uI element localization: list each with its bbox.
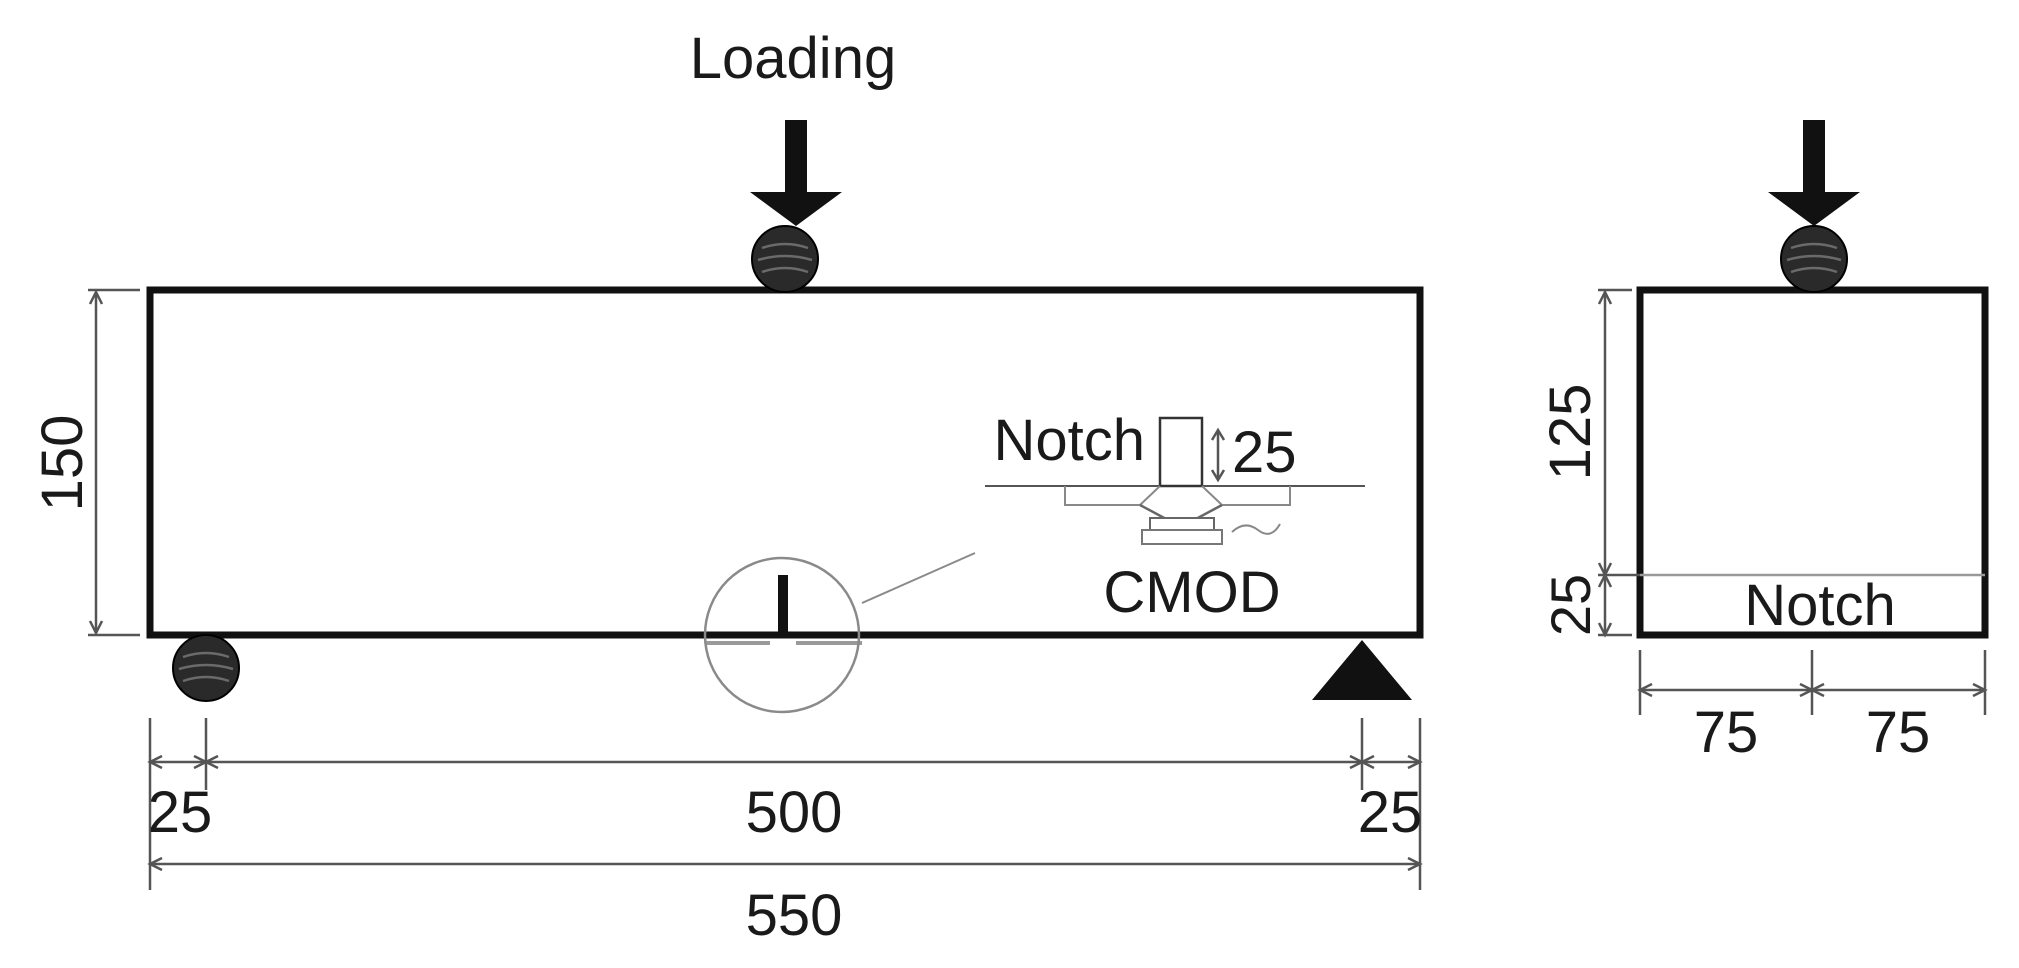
section-height-dims: [1597, 288, 1640, 638]
left-support-roller: [172, 634, 240, 702]
section-half-left-label: 75: [1694, 700, 1759, 765]
section-top-roller: [1780, 225, 1848, 293]
beam-height-label: 150: [30, 415, 95, 512]
span-dims: [147, 718, 1423, 890]
load-arrow-head: [750, 192, 842, 226]
section-notch-label: Notch: [1744, 573, 1896, 638]
notch-depth-label: 25: [1232, 420, 1297, 485]
section-width-dims: [1637, 650, 1988, 715]
loading-label: Loading: [690, 26, 896, 91]
total-length-label: 550: [746, 883, 843, 948]
notch-detail-inset: [985, 416, 1365, 545]
section-load-arrow-head: [1768, 192, 1860, 226]
section-outline: [1636, 286, 1989, 639]
section-notch-height-label: 25: [1539, 574, 1602, 636]
load-arrow-shaft: [785, 120, 807, 195]
detail-leader: [861, 552, 976, 604]
cmod-label: CMOD: [1103, 560, 1280, 625]
section-half-right-label: 75: [1866, 700, 1931, 765]
right-support-pin: [1312, 640, 1412, 700]
span-label: 500: [746, 780, 843, 845]
right-overhang-label: 25: [1358, 780, 1423, 845]
beam-notch: [778, 575, 788, 635]
section-upper-label: 125: [1538, 384, 1603, 481]
beam-height-dim: [88, 288, 140, 637]
detail-notch: [1158, 416, 1204, 488]
top-roller: [751, 225, 819, 293]
section-load-arrow-shaft: [1803, 120, 1825, 195]
left-overhang-label: 25: [148, 780, 213, 845]
detail-circle: [703, 556, 861, 714]
notch-detail-label: Notch: [993, 408, 1145, 473]
